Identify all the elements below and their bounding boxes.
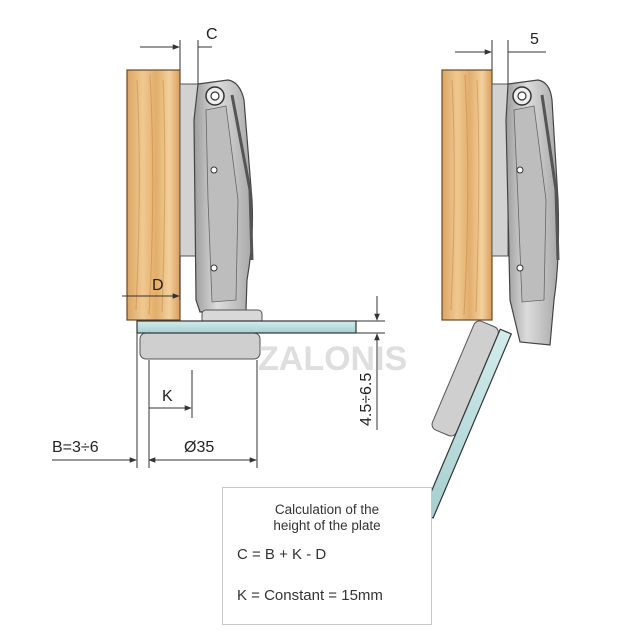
dim-five-label: 5 bbox=[530, 31, 539, 48]
dim-plate-label: 4.5÷6.5 bbox=[358, 373, 375, 426]
right-wood-panel bbox=[441, 69, 493, 321]
left-dimensions bbox=[52, 40, 385, 468]
calculation-box: Calculation of the height of the plate C… bbox=[222, 487, 432, 625]
formula-k: K = Constant = 15mm bbox=[237, 587, 383, 604]
dim-c-label: C bbox=[206, 26, 218, 43]
watermark: ZALONIS bbox=[258, 340, 407, 378]
left-hinge-assembly bbox=[126, 69, 357, 360]
left-glass-door bbox=[136, 320, 357, 334]
left-wood-panel bbox=[126, 69, 181, 321]
left-hinge-cup bbox=[139, 332, 261, 360]
calc-title: Calculation of the height of the plate bbox=[223, 502, 431, 534]
calc-title-line1: Calculation of the bbox=[274, 502, 380, 517]
calc-title-line2: height of the plate bbox=[273, 518, 381, 533]
dim-d-label: D bbox=[152, 277, 164, 294]
right-dimensions bbox=[455, 40, 546, 84]
right-hinge-assembly bbox=[421, 69, 560, 519]
formula-c: C = B + K - D bbox=[237, 546, 327, 563]
dim-k-label: K bbox=[162, 388, 173, 405]
dim-dia-label: Ø35 bbox=[184, 439, 214, 456]
dim-b-label: B=3÷6 bbox=[52, 439, 99, 456]
